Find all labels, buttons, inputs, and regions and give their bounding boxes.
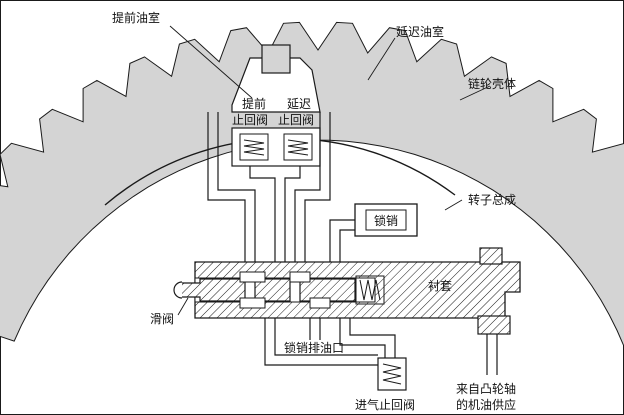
spool-spring: [359, 279, 381, 301]
lock-pin: [354, 203, 418, 237]
label-advance-chamber: 提前油室: [112, 10, 160, 25]
label-camshaft-supply-1: 来自凸轮轴: [456, 381, 516, 396]
advance-check-spring: [243, 139, 265, 156]
label-lock-pin: 锁销: [374, 213, 398, 228]
spool-nose: [173, 281, 183, 299]
label-inlet-check-valve: 进气止回阀: [355, 397, 415, 412]
port-2: [289, 271, 311, 283]
label-advance-check-2: 止回阀: [232, 113, 268, 127]
retard-check-spring: [287, 139, 309, 156]
sprocket-housing: [0, 21, 624, 348]
vane-block: [261, 44, 291, 74]
supply-cap: [477, 315, 511, 335]
port-4: [309, 297, 331, 309]
port-1: [239, 271, 266, 283]
label-camshaft-supply-2: 的机油供应: [456, 397, 516, 412]
label-advance-check-1: 提前: [242, 96, 266, 111]
advance-chamber-cutout: [231, 57, 321, 113]
label-retard-chamber: 延迟油室: [396, 24, 444, 39]
label-lock-pin-drain: 锁销排油口: [284, 340, 344, 355]
label-sprocket-housing: 链轮壳体: [468, 76, 516, 91]
supply-fitting: [479, 247, 503, 265]
inlet-check-spring: [382, 363, 402, 385]
camshaft-supply-line: [486, 334, 498, 375]
spring-chamber: [355, 275, 385, 305]
leader-lines: [169, 25, 491, 316]
port-3: [239, 297, 266, 309]
label-spool-valve: 滑阀: [150, 312, 174, 326]
lock-pin-inner: [365, 209, 407, 231]
label-rotor-assembly: 转子总成: [468, 192, 516, 207]
label-retard-check-2: 止回阀: [278, 113, 314, 127]
label-retard-check-1: 延迟: [287, 97, 311, 111]
label-bushing: 衬套: [428, 279, 452, 293]
spool-land-2: [254, 278, 291, 302]
